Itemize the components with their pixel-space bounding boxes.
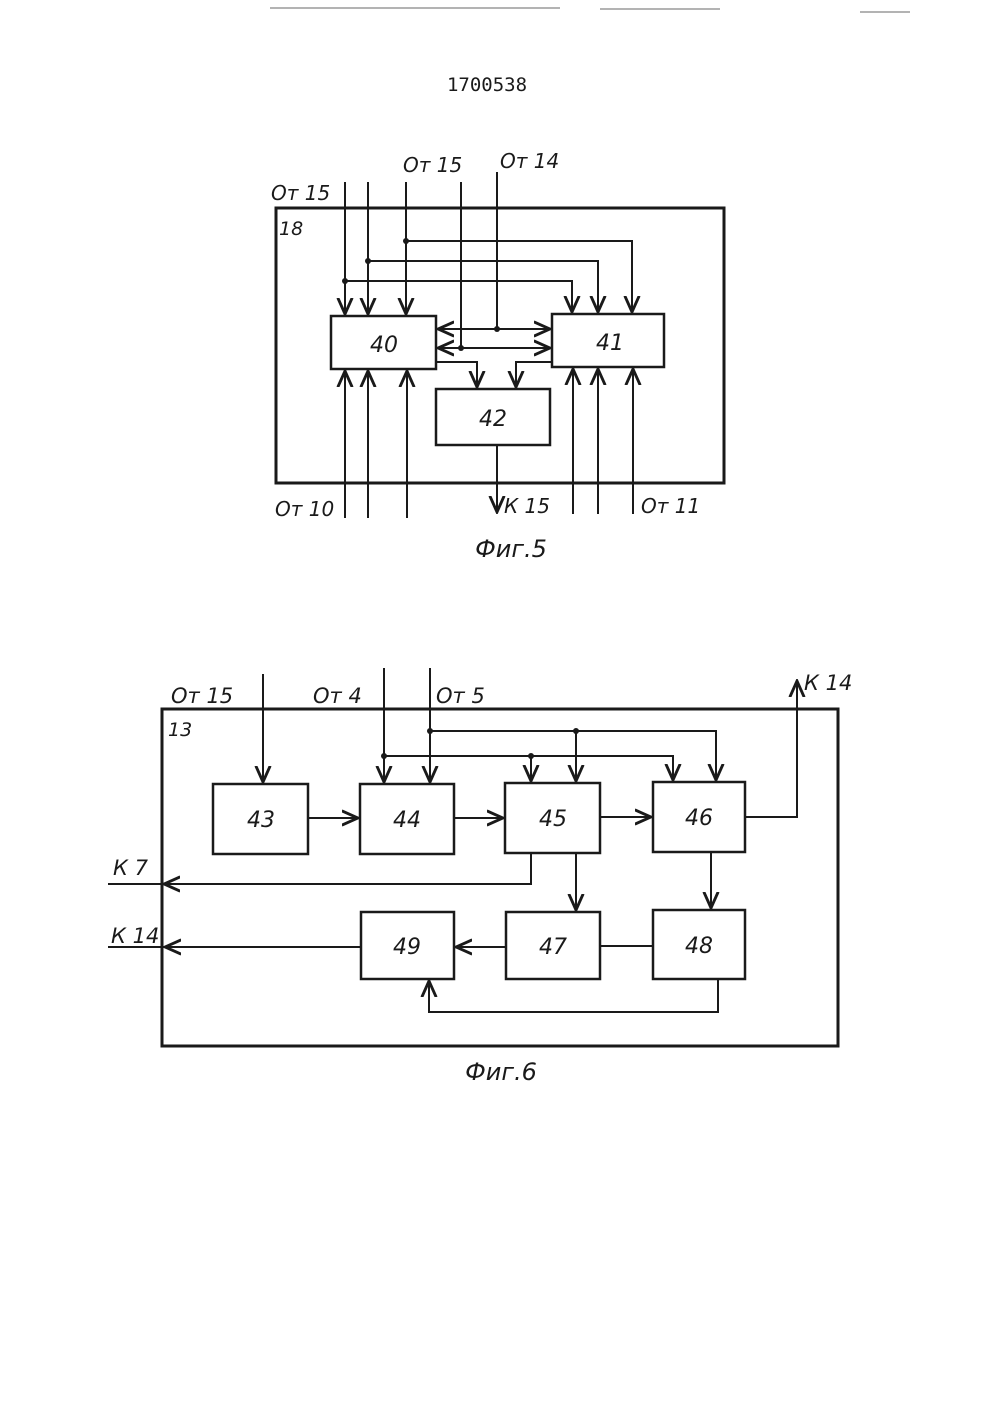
figure-6: 13 43 44 45 46 49 47 48 [108,668,852,1086]
fig6-block-47-label: 47 [539,935,567,960]
fig5-container-label: 18 [279,218,303,240]
fig6-label-to7: К 7 [113,856,149,880]
fig5-block-40-label: 40 [370,333,398,358]
fig6-block-48-label: 48 [685,934,713,959]
fig5-label-from15-left: От 15 [271,181,330,205]
fig6-block-46-label: 46 [685,806,713,831]
fig5-block-41-label: 41 [596,331,624,356]
fig6-block-43-label: 43 [247,808,275,833]
fig5-label-from11: От 11 [641,494,700,518]
fig5-label-from14: От 14 [500,149,559,173]
fig5-link-40-42 [436,362,477,387]
scan-edge-lines [270,8,910,12]
fig6-caption: Фиг.6 [465,1058,537,1086]
fig6-link-48-49 [429,979,718,1012]
fig6-block-49-label: 49 [393,935,421,960]
figure-5: 18 40 41 42 [271,149,724,563]
fig5-caption: Фиг.5 [475,535,547,563]
fig6-label-from5: От 5 [436,684,485,708]
document-number: 1700538 [447,74,527,96]
fig6-label-to14-top: К 14 [804,671,852,695]
fig6-label-from15: От 15 [171,684,233,708]
fig5-label-from15-mid: От 15 [403,153,462,177]
fig6-block-45-label: 45 [539,807,567,832]
fig5-link-41-42 [516,362,552,387]
fig6-output-45-to7 [164,853,531,884]
fig6-label-from4: От 4 [313,684,362,708]
fig5-block-42-label: 42 [479,407,507,432]
fig5-label-from10: От 10 [275,497,334,521]
fig5-label-to15: К 15 [504,494,550,518]
fig6-label-to14-left: К 14 [111,924,159,948]
fig6-block-44-label: 44 [393,808,421,833]
fig6-container-label: 13 [168,719,192,741]
fig6-output-46-to14 [745,681,797,817]
